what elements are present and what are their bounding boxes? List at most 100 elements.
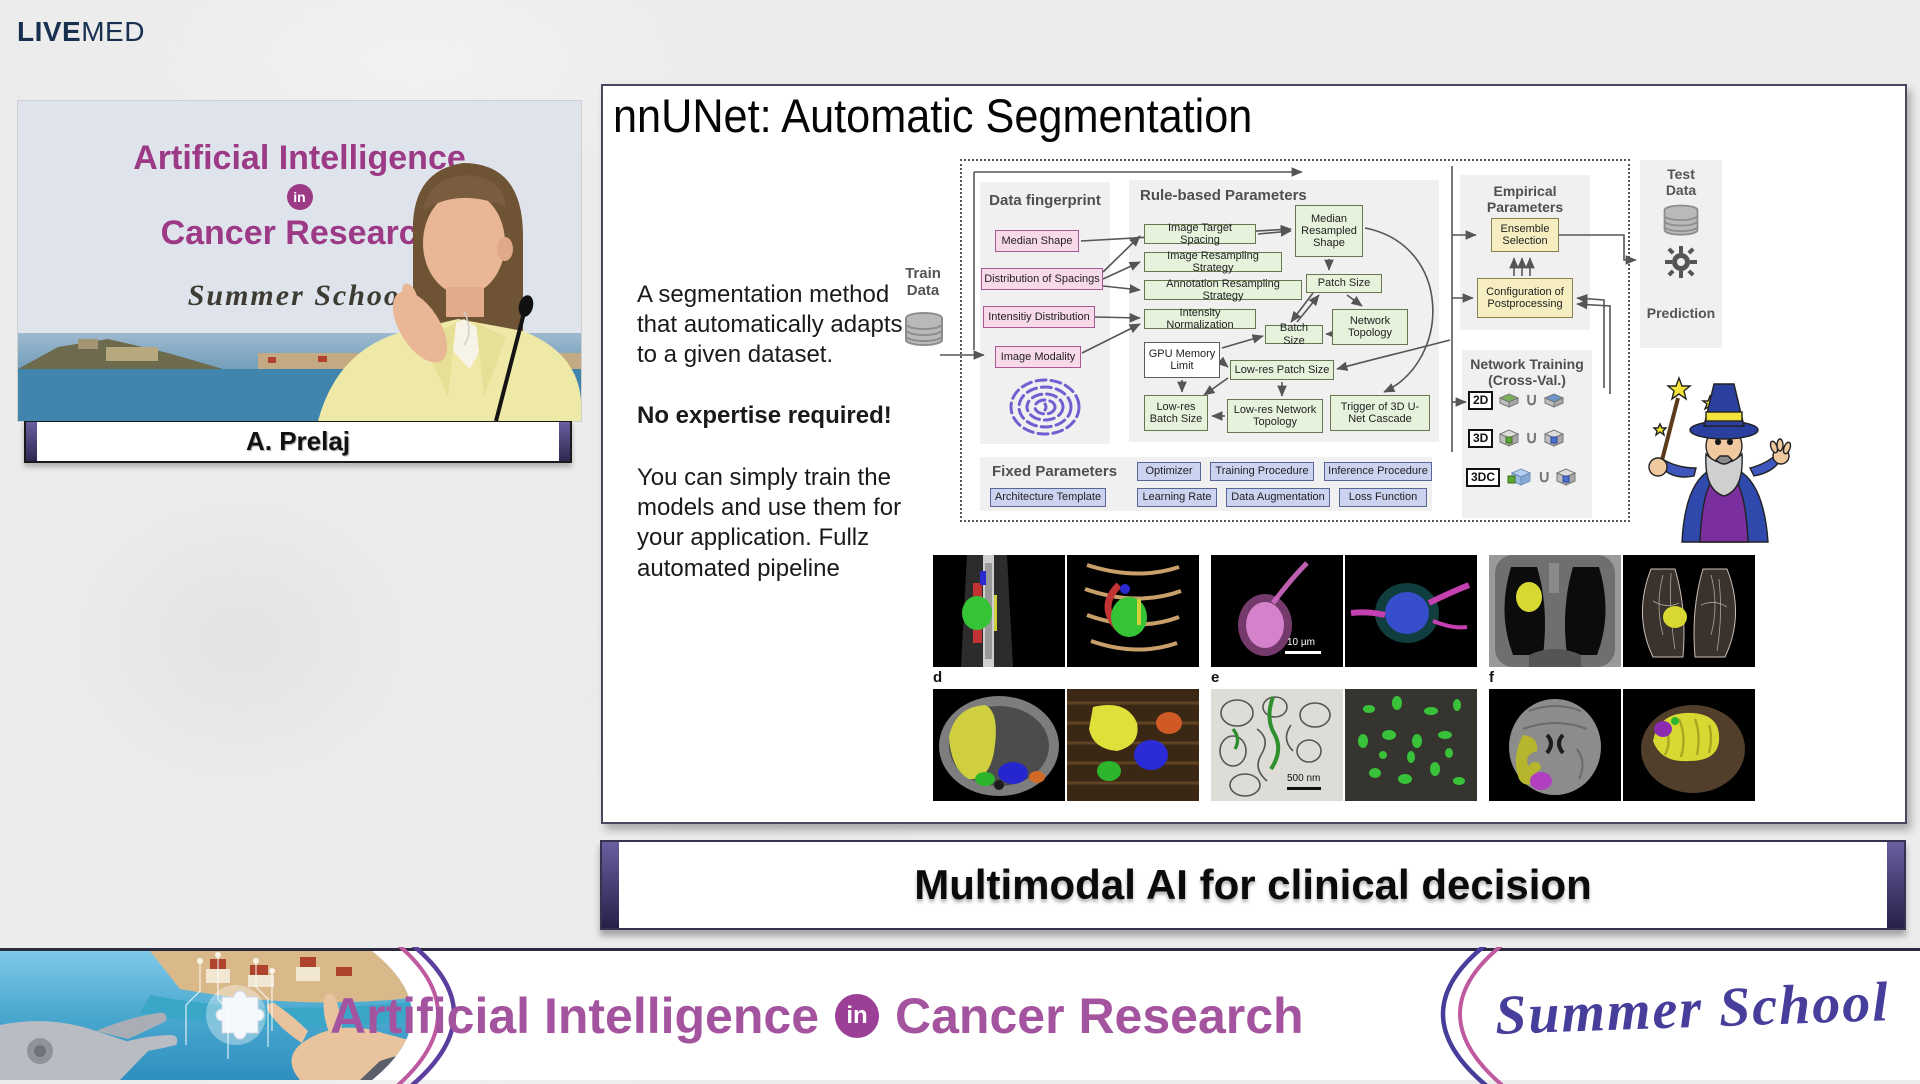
test-data-panel: Test Data Prediction <box>1640 160 1722 348</box>
speaker-name-plate: A. Prelaj <box>24 420 572 463</box>
low-res-network-topology-box: Low-res Network Topology <box>1227 399 1323 433</box>
gear-icon <box>1665 246 1697 279</box>
fluorescence-cell-image: 10 µm <box>1211 555 1343 667</box>
slide-paragraph-2: You can simply train the models and use … <box>637 463 902 582</box>
image-modality-box: Image Modality <box>995 346 1081 368</box>
3d-chip: 3D <box>1468 428 1494 448</box>
prediction-label: Prediction <box>1646 305 1716 322</box>
cube-icon <box>1543 393 1565 408</box>
figure-pair-abdomen <box>933 689 1199 801</box>
spine-ct-image <box>933 555 1065 667</box>
ensemble-selection-box: Ensemble Selection <box>1491 218 1559 252</box>
train-database-icon <box>905 312 943 346</box>
speaker-scene-image <box>18 163 581 421</box>
image-resampling-strategy-box: Image Resampling Strategy <box>1144 250 1282 274</box>
trigger-3d-cascade-box: Trigger of 3D U-Net Cascade <box>1330 395 1430 431</box>
footer-title: Artificial Intelligence in Cancer Resear… <box>330 951 1304 1080</box>
intensity-normalization-box: Intensity Normalization <box>1144 307 1256 331</box>
nnunet-pipeline-diagram: Train Data Data fingerprint Rule-based P… <box>892 150 1920 550</box>
learning-rate-box: Learning Rate <box>1137 488 1217 507</box>
abdomen-3d-render-image <box>1067 689 1199 801</box>
low-res-patch-size-box: Low-res Patch Size <box>1230 360 1334 380</box>
banner-right-bar <box>1887 842 1904 928</box>
scale-text-500nm: 500 nm <box>1287 773 1320 784</box>
low-res-batch-size-box: Low-res Batch Size <box>1144 395 1208 431</box>
cell-render-image <box>1345 555 1477 667</box>
footer-in-badge: in <box>835 993 880 1038</box>
figure-pair-spine <box>933 555 1199 667</box>
loss-function-box: Loss Function <box>1339 488 1427 507</box>
cube-icon <box>1499 429 1520 447</box>
slide-title: nnUNet: Automatic Segmentation <box>613 89 1253 142</box>
empirical-parameters-title: Empirical Parameters <box>1486 183 1564 215</box>
train-data-label: Train Data <box>905 265 941 300</box>
figure-row-1: 10 µm <box>933 555 1779 667</box>
livemed-logo: LIVEMED <box>17 16 145 48</box>
backdrop-title-line2: Cancer Research <box>160 214 439 252</box>
brain-mri-image <box>1489 689 1621 801</box>
brain-3d-render-image <box>1623 689 1755 801</box>
banner-left-bar <box>602 842 619 928</box>
figure-pair-cell: 10 µm <box>1211 555 1477 667</box>
footer-summer-school: Summer School <box>1494 971 1891 1047</box>
figure-label-f: f <box>1489 669 1494 686</box>
image-target-spacing-box: Image Target Spacing <box>1144 222 1256 246</box>
network-training-row-3dc: 3DC ∪ <box>1466 466 1578 488</box>
annotation-resampling-strategy-box: Annotation Resampling Strategy <box>1144 278 1302 302</box>
footer-right-arcs <box>1440 947 1504 1084</box>
fingerprint-icon <box>1009 378 1081 436</box>
slide-emphasis: No expertise required! <box>637 401 892 429</box>
speaker-person <box>318 163 581 421</box>
2d-chip: 2D <box>1468 390 1494 410</box>
figure-label-e: e <box>1211 669 1220 686</box>
footer-title-right: Cancer Research <box>895 987 1304 1044</box>
cube-icon <box>1556 468 1577 486</box>
cube-icon <box>1499 393 1520 408</box>
backdrop-title-line1: Artificial Intelligence <box>133 139 466 177</box>
data-augmentation-box: Data Augmentation <box>1226 488 1330 507</box>
segmentation-examples-grid: 10 µm <box>933 555 1779 801</box>
logo-live: LIVE <box>17 16 82 47</box>
microphone-icon <box>494 295 534 421</box>
median-resampled-shape-box: Median Resampled Shape <box>1295 205 1363 257</box>
figure-row-2: 500 nm <box>933 689 1779 801</box>
speaker-name: A. Prelaj <box>245 426 351 456</box>
figure-pair-microscopy: 500 nm <box>1211 689 1477 801</box>
figure-pair-lung <box>1489 555 1755 667</box>
electron-microscopy-image: 500 nm <box>1211 689 1343 801</box>
name-plate-left-bar <box>26 422 37 461</box>
test-database-icon <box>1663 204 1699 236</box>
session-title: Multimodal AI for clinical decision <box>914 861 1592 908</box>
event-footer: Artificial Intelligence in Cancer Resear… <box>0 947 1920 1084</box>
session-title-banner: Multimodal AI for clinical decision <box>600 840 1906 930</box>
backdrop-script-text: Summer School <box>187 279 412 312</box>
network-training-row-3d: 3D ∪ <box>1468 428 1566 448</box>
footer-title-left: Artificial Intelligence <box>330 987 820 1044</box>
network-training-subtitle: (Cross-Val.) <box>1488 372 1566 388</box>
intensity-distribution-box: Intensitiy Distribution <box>983 306 1095 328</box>
slide-paragraph-1: A segmentation method that automatically… <box>637 281 903 369</box>
union-symbol: ∪ <box>1538 467 1551 486</box>
union-symbol: ∪ <box>1525 390 1538 409</box>
network-training-title: Network Training <box>1470 356 1584 372</box>
scale-text-10um: 10 µm <box>1287 637 1315 648</box>
slide-text-block: A segmentation method that automatically… <box>637 280 909 584</box>
training-procedure-box: Training Procedure <box>1210 462 1314 481</box>
3dc-chip: 3DC <box>1466 467 1501 487</box>
logo-med: MED <box>81 16 145 47</box>
microscopy-3d-render-image <box>1345 689 1477 801</box>
stage-backdrop: Artificial Intelligence in Cancer Resear… <box>18 101 581 313</box>
abdomen-mri-image <box>933 689 1065 801</box>
footer-photo <box>0 951 412 1080</box>
robot-hand-image <box>0 1012 178 1080</box>
rule-based-title: Rule-based Parameters <box>1140 187 1307 204</box>
wizard-cartoon <box>1648 376 1792 543</box>
patch-size-box: Patch Size <box>1306 274 1382 293</box>
fixed-parameters-title: Fixed Parameters <box>992 463 1118 480</box>
cascade-cube-icon <box>1507 468 1532 486</box>
lung-3d-render-image <box>1623 555 1755 667</box>
pipeline-dotted-frame <box>960 159 1630 522</box>
cube-icon <box>1543 429 1565 447</box>
figure-pair-brain <box>1489 689 1755 801</box>
